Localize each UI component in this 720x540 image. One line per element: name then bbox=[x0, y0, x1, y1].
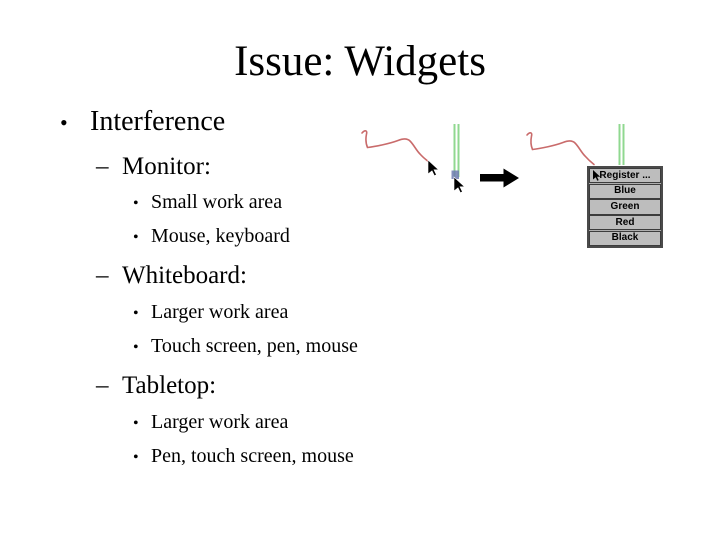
bullet-line-larger-work-area-1: • Larger work area bbox=[133, 301, 288, 324]
bullet-marker: • bbox=[133, 339, 139, 356]
cursor-icon bbox=[453, 176, 466, 194]
bullet-marker: – bbox=[96, 372, 109, 399]
bullet-marker: – bbox=[96, 153, 109, 180]
bullet-line-whiteboard: – Whiteboard: bbox=[96, 262, 247, 290]
menu-item-label: Blue bbox=[614, 185, 636, 197]
bullet-marker: • bbox=[133, 195, 139, 212]
menu-item-red[interactable]: Red bbox=[589, 215, 661, 231]
bullet-text: Monitor: bbox=[122, 153, 211, 180]
cursor-icon bbox=[427, 159, 440, 177]
menu-item-blue[interactable]: Blue bbox=[589, 183, 661, 199]
red-squiggle-stroke-right bbox=[526, 132, 595, 166]
menu-item-label: Green bbox=[610, 200, 640, 212]
bullet-marker: • bbox=[133, 415, 139, 432]
bullet-line-monitor: – Monitor: bbox=[96, 153, 211, 181]
menu-item-register[interactable]: Register ... bbox=[589, 168, 661, 184]
bullet-marker: – bbox=[96, 262, 109, 289]
popup-menu: Register ... Blue Green Red Black bbox=[587, 166, 663, 249]
bullet-line-interference: • Interference bbox=[60, 106, 225, 138]
menu-item-label: Red bbox=[615, 216, 635, 228]
bullet-marker: • bbox=[60, 110, 68, 135]
bullet-text: Tabletop: bbox=[122, 372, 217, 399]
bullet-line-tabletop: – Tabletop: bbox=[96, 372, 216, 400]
bullet-line-pen-touch-screen-mouse: • Pen, touch screen, mouse bbox=[133, 445, 354, 468]
bullet-line-mouse-keyboard: • Mouse, keyboard bbox=[133, 225, 290, 248]
menu-item-label: Register ... bbox=[599, 169, 651, 181]
bullet-line-larger-work-area-2: • Larger work area bbox=[133, 411, 288, 434]
bullet-text: Larger work area bbox=[151, 301, 289, 323]
bullet-text: Mouse, keyboard bbox=[151, 225, 290, 247]
bullet-text: Small work area bbox=[151, 191, 283, 213]
bullet-marker: • bbox=[133, 449, 139, 466]
cursor-icon bbox=[593, 170, 601, 181]
selection-handle bbox=[451, 170, 459, 179]
red-squiggle-stroke-left bbox=[361, 130, 430, 163]
right-arrow-icon bbox=[480, 168, 519, 188]
bullet-text: Touch screen, pen, mouse bbox=[151, 335, 358, 357]
bullet-marker: • bbox=[133, 305, 139, 322]
bullet-line-small-work-area: • Small work area bbox=[133, 191, 282, 214]
bullet-line-touch-screen-pen-mouse: • Touch screen, pen, mouse bbox=[133, 335, 358, 358]
bullet-text: Whiteboard: bbox=[122, 262, 247, 289]
bullet-text: Interference bbox=[90, 106, 226, 137]
bullet-text: Pen, touch screen, mouse bbox=[151, 445, 354, 467]
bullet-text: Larger work area bbox=[151, 411, 289, 433]
menu-item-label: Black bbox=[611, 232, 639, 244]
menu-item-black[interactable]: Black bbox=[589, 230, 661, 246]
bullet-marker: • bbox=[133, 229, 139, 246]
slide-title: Issue: Widgets bbox=[234, 38, 486, 85]
menu-item-green[interactable]: Green bbox=[589, 199, 661, 215]
